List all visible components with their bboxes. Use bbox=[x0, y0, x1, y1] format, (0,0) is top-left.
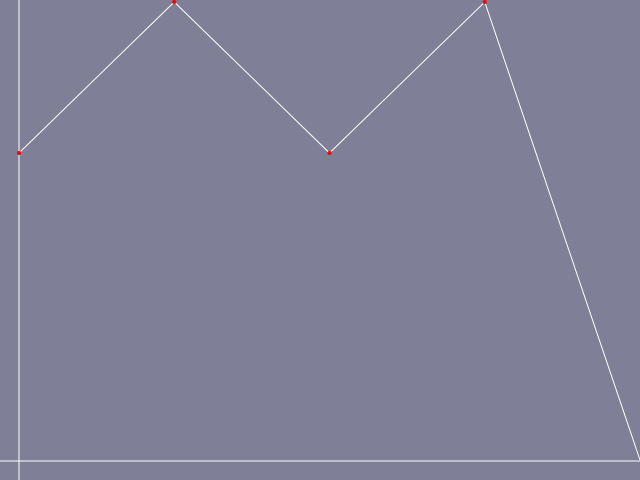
data-point bbox=[172, 0, 177, 4]
data-point bbox=[327, 151, 332, 155]
data-point bbox=[17, 151, 21, 155]
series-layer bbox=[17, 0, 640, 461]
data-point bbox=[482, 0, 487, 4]
